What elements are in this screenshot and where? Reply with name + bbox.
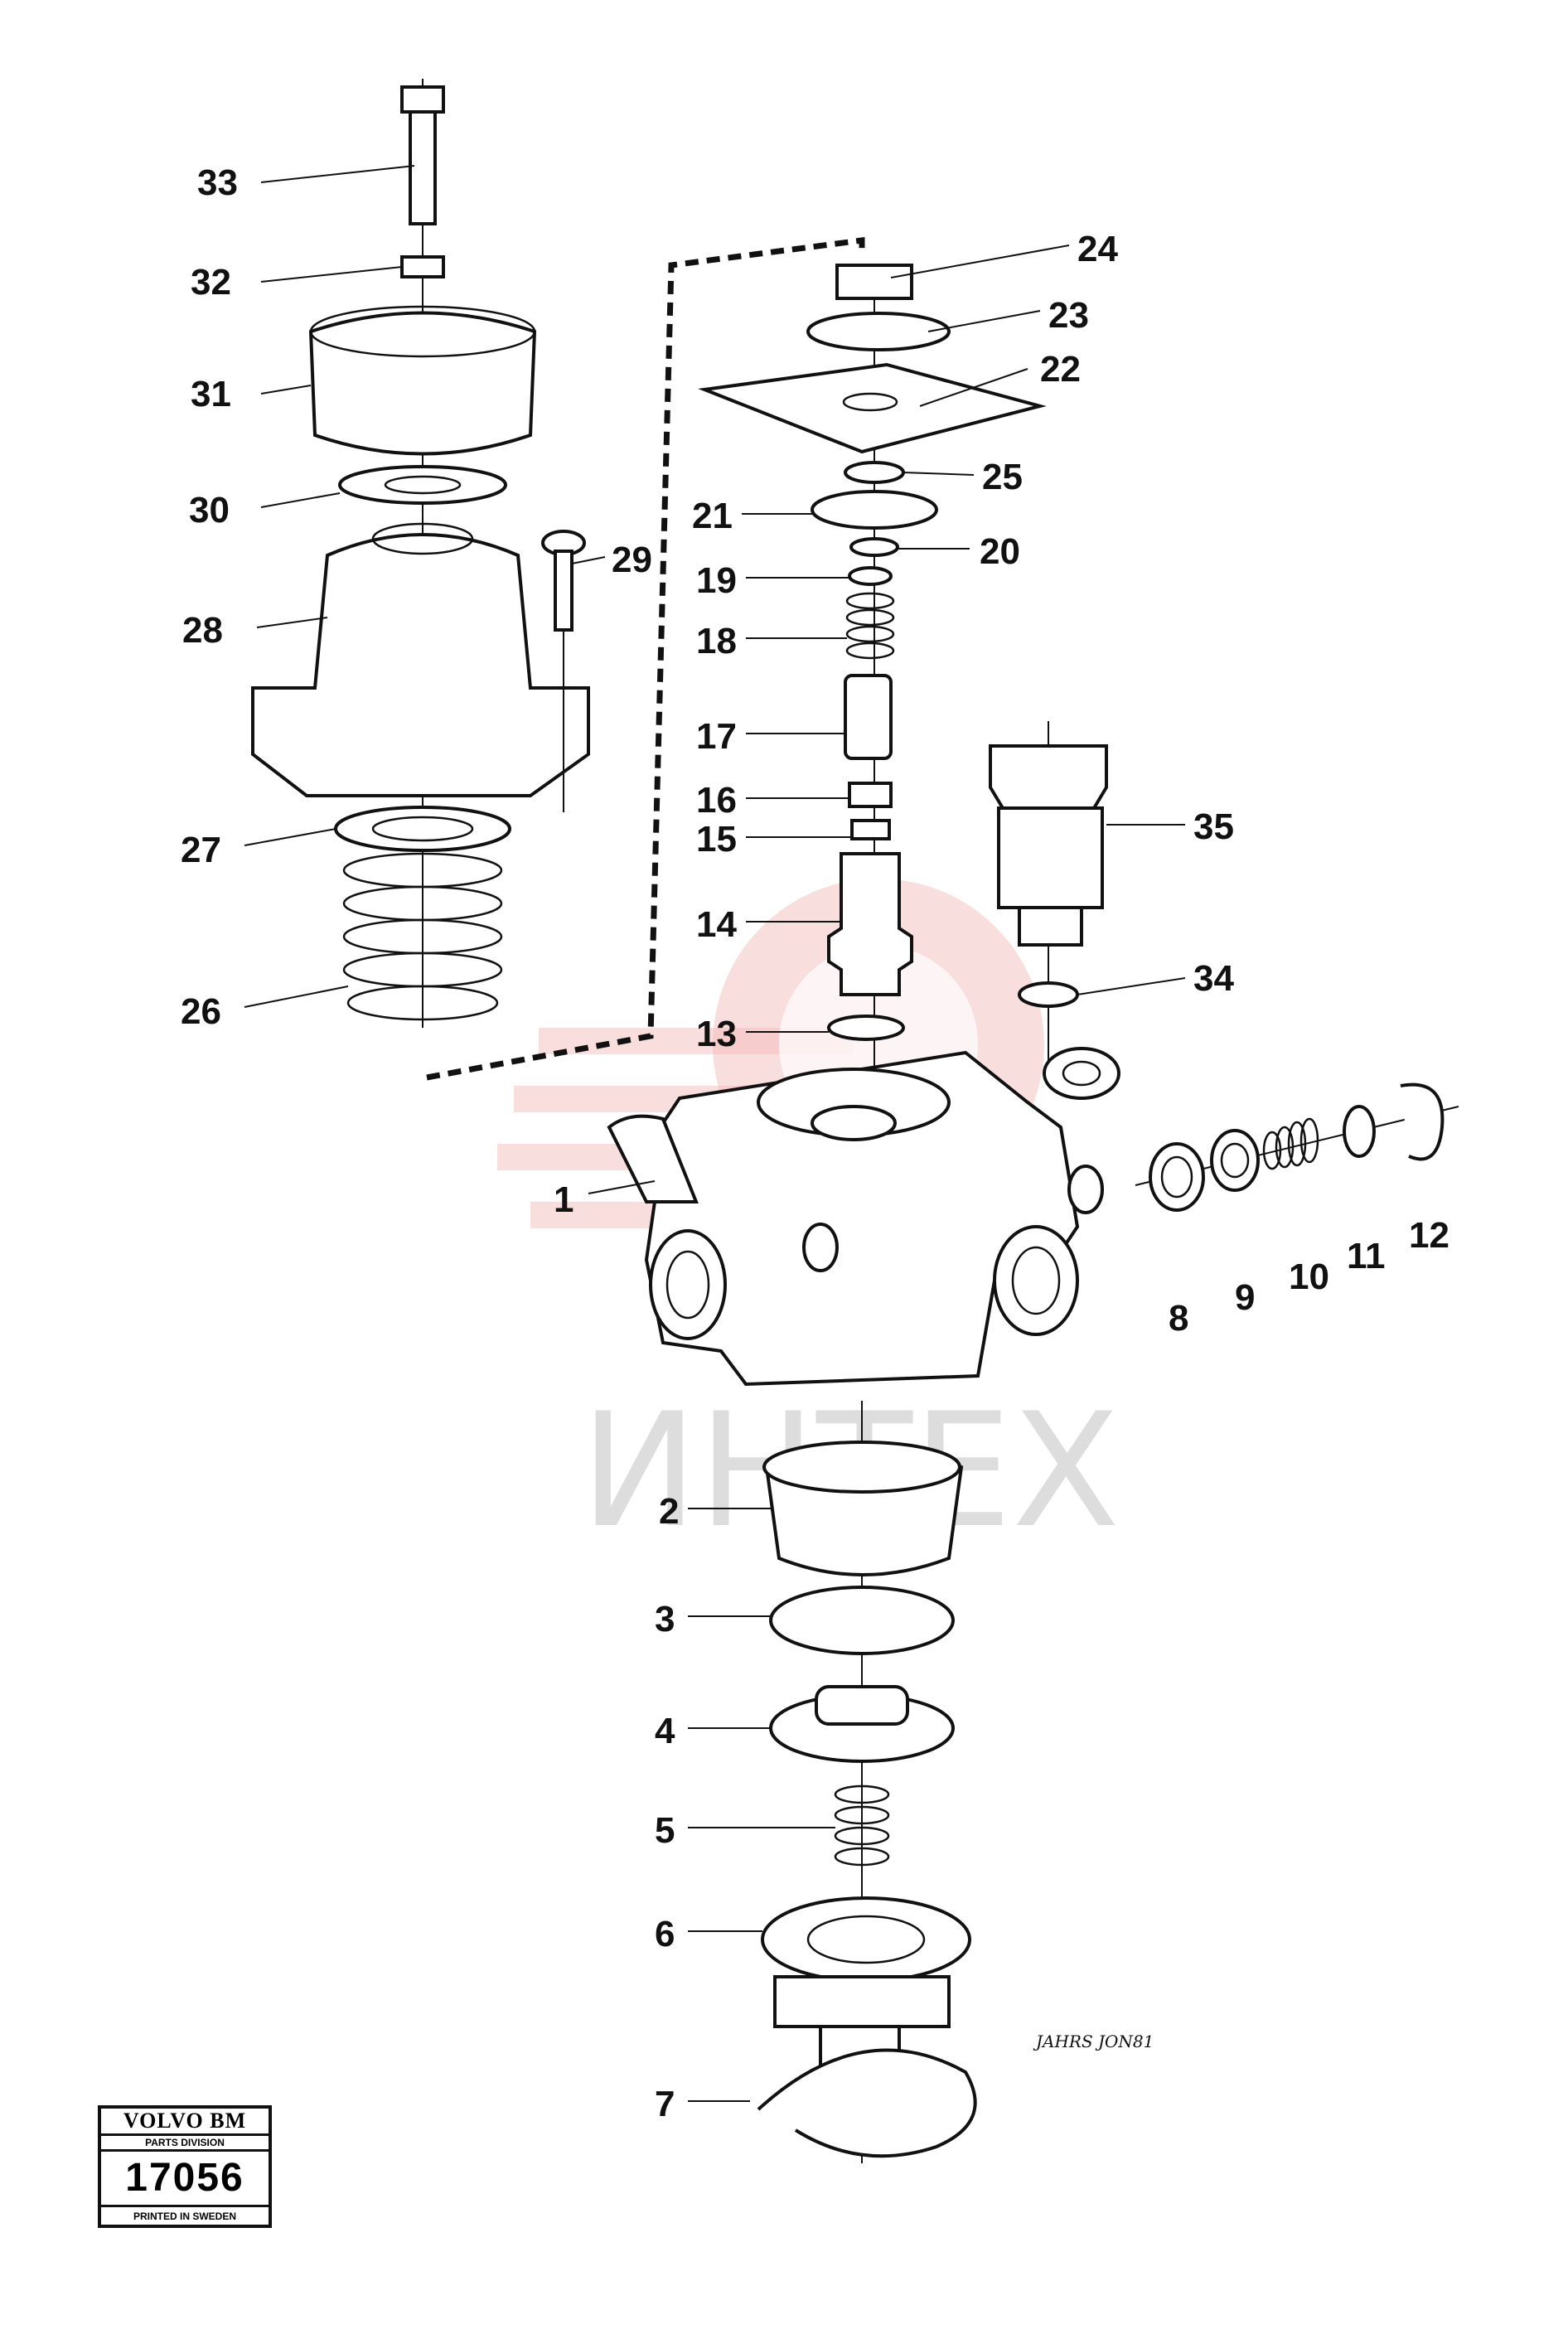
callout-6: 6 [655, 1914, 675, 1954]
circlip-12 [1400, 1082, 1445, 1161]
upper-stack [698, 264, 1047, 1160]
callout-20: 20 [980, 531, 1020, 572]
plate-22 [698, 362, 1047, 454]
washer-23 [806, 312, 951, 351]
callout-23: 23 [1048, 295, 1089, 336]
callout-26: 26 [181, 991, 221, 1032]
callout-9: 9 [1235, 1277, 1255, 1318]
sleeve-16 [848, 782, 893, 808]
callout-1: 1 [554, 1179, 573, 1220]
cover-6 [761, 1896, 971, 1983]
spring-18 [845, 592, 895, 660]
callout-7: 7 [655, 2084, 675, 2124]
callout-29: 29 [612, 540, 652, 580]
o-ring-13 [827, 1015, 905, 1041]
callout-34: 34 [1193, 958, 1234, 999]
callout-35: 35 [1193, 806, 1234, 847]
callout-25: 25 [982, 457, 1023, 497]
callout-10: 10 [1289, 1257, 1329, 1297]
callout-31: 31 [191, 374, 231, 414]
spring-10 [1262, 1117, 1319, 1170]
spring-5 [834, 1785, 890, 1867]
ring-20 [849, 537, 899, 557]
callout-22: 22 [1040, 349, 1081, 390]
callout-14: 14 [696, 904, 737, 945]
leader-lines [244, 165, 1186, 2102]
lower-stack [757, 1401, 977, 2163]
washer-21 [811, 490, 938, 530]
callout-27: 27 [181, 830, 221, 870]
badge-brand: VOLVO BM [101, 2109, 269, 2136]
housing-28 [251, 533, 590, 797]
sleeve-8 [1149, 1142, 1205, 1212]
badge-division: PARTS DIVISION [101, 2136, 269, 2152]
disc-11 [1343, 1105, 1376, 1158]
callout-5: 5 [655, 1810, 675, 1851]
ring-9 [1210, 1129, 1260, 1192]
callout-32: 32 [191, 262, 231, 303]
callout-24: 24 [1077, 229, 1118, 269]
callout-19: 19 [696, 560, 737, 601]
snap-ring-7 [757, 2048, 977, 2158]
callout-21: 21 [692, 496, 733, 536]
washer-25 [844, 461, 905, 484]
fitting-14 [827, 852, 913, 996]
nut-24 [835, 264, 913, 300]
seal-34 [1018, 981, 1079, 1008]
callout-17: 17 [696, 716, 737, 757]
parts-division-badge: VOLVO BM PARTS DIVISION 17056 PRINTED IN… [98, 2105, 272, 2228]
callout-28: 28 [182, 610, 223, 651]
callout-3: 3 [655, 1599, 675, 1639]
callout-4: 4 [655, 1711, 675, 1751]
nut-32 [400, 255, 445, 278]
callout-11: 11 [1347, 1236, 1386, 1276]
sleeve-15 [850, 819, 891, 840]
ring-19 [848, 566, 893, 586]
o-ring-3 [769, 1586, 955, 1655]
valve-body-1 [607, 1047, 1120, 1387]
callout-2: 2 [659, 1491, 679, 1532]
bolt-33 [400, 85, 445, 114]
washer-27 [334, 806, 511, 852]
callout-12: 12 [1409, 1215, 1449, 1256]
callout-33: 33 [197, 162, 238, 203]
left-assembly [251, 79, 590, 1028]
badge-number: 17056 [101, 2152, 269, 2207]
artist-signature: JAHRS JON81 [1033, 2031, 1154, 2051]
callout-15: 15 [696, 819, 737, 860]
callout-13: 13 [696, 1014, 737, 1054]
washer-30 [338, 465, 507, 505]
badge-printed: PRINTED IN SWEDEN [133, 2211, 236, 2222]
spring-26 [342, 852, 503, 1021]
callout-18: 18 [696, 621, 737, 661]
plug-assembly [989, 721, 1108, 1077]
callout-30: 30 [189, 490, 230, 530]
callout-labels: 33 32 31 30 28 29 27 26 24 23 22 25 21 2… [181, 162, 1449, 2124]
side-stack [1135, 1082, 1459, 1212]
callout-16: 16 [696, 780, 737, 821]
cap-31 [308, 311, 537, 456]
dashed-connection [426, 237, 865, 1081]
pin-17 [844, 674, 893, 760]
callout-8: 8 [1169, 1298, 1188, 1339]
plug-35 [989, 744, 1108, 810]
